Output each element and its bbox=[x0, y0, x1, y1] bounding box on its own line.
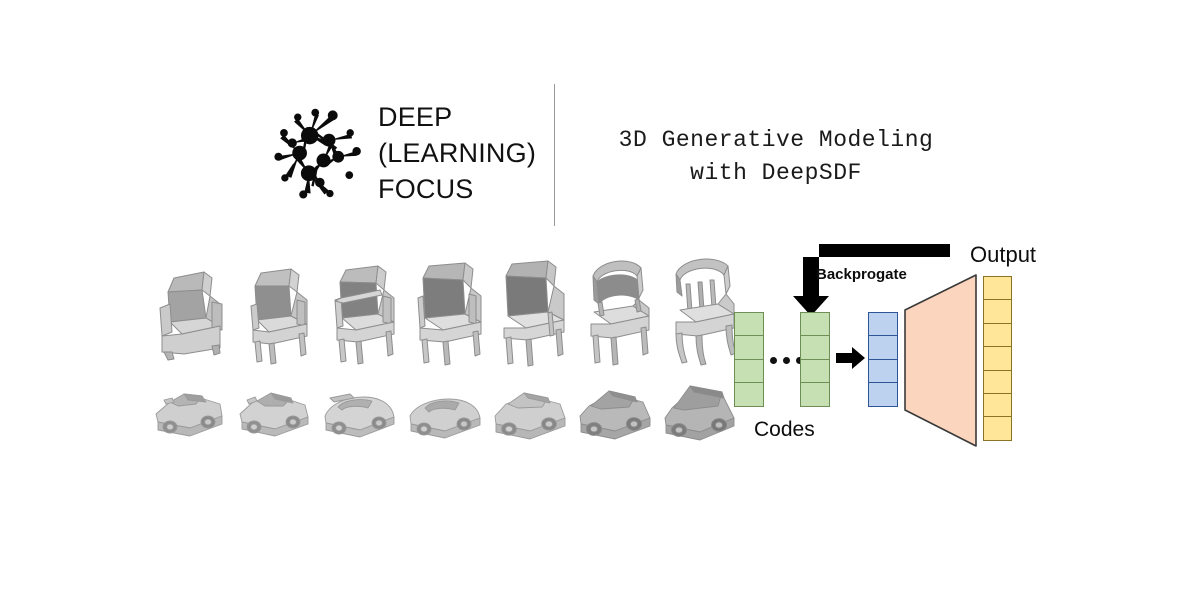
shape-gallery bbox=[150, 250, 737, 450]
decoder-network[interactable] bbox=[904, 274, 980, 453]
output-cell bbox=[983, 393, 1012, 419]
latent-cell bbox=[868, 312, 898, 337]
car-shape-1 bbox=[150, 376, 229, 446]
latent-cell bbox=[868, 335, 898, 361]
brand-line-2: (LEARNING) bbox=[378, 137, 537, 168]
codes-label: Codes bbox=[754, 418, 815, 441]
chair-shape-1 bbox=[150, 256, 232, 368]
car-shape-6 bbox=[575, 376, 654, 446]
chair-shape-5 bbox=[490, 256, 572, 368]
code-cell bbox=[734, 358, 764, 384]
chair-shape-6 bbox=[575, 256, 657, 368]
header: DEEP (LEARNING) FOCUS 3D Generative Mode… bbox=[0, 0, 1200, 240]
neural-network-nodes-icon bbox=[272, 105, 364, 203]
latent-vector[interactable] bbox=[868, 312, 898, 408]
code-cell bbox=[734, 335, 764, 361]
code-cell bbox=[800, 335, 830, 361]
brand-line-3: FOCUS bbox=[378, 173, 474, 204]
code-vector-last[interactable] bbox=[800, 312, 830, 408]
code-cell bbox=[800, 312, 830, 337]
chair-shape-2 bbox=[235, 256, 317, 368]
ellipsis-dot bbox=[796, 357, 803, 364]
car-interpolation-row bbox=[150, 368, 739, 446]
ellipsis-dot bbox=[783, 357, 790, 364]
code-cell bbox=[734, 312, 764, 337]
latent-cell bbox=[868, 382, 898, 408]
output-cell bbox=[983, 322, 1012, 348]
page-title-line-2: with DeepSDF bbox=[690, 159, 862, 186]
car-shape-5 bbox=[490, 376, 569, 446]
page-title-line-1: 3D Generative Modeling bbox=[618, 127, 934, 153]
code-vector-first[interactable] bbox=[734, 312, 764, 408]
chair-shape-4 bbox=[405, 256, 487, 368]
ellipsis-dot bbox=[770, 357, 777, 364]
car-shape-3 bbox=[320, 376, 399, 446]
chair-interpolation-row bbox=[150, 250, 742, 368]
car-shape-7 bbox=[660, 376, 739, 446]
output-label: Output bbox=[970, 242, 1037, 267]
backprop-arrow bbox=[778, 240, 958, 325]
header-divider bbox=[554, 84, 555, 226]
deepsdf-architecture-diagram: Backprogate Codes bbox=[720, 236, 1050, 466]
chair-shape-7 bbox=[660, 256, 742, 368]
code-cell bbox=[800, 358, 830, 384]
car-shape-2 bbox=[235, 376, 314, 446]
brand-wordmark: DEEP (LEARNING) FOCUS bbox=[378, 100, 536, 208]
backprop-label: Backprogate bbox=[816, 266, 907, 283]
ellipsis-dots bbox=[770, 357, 803, 364]
output-vector[interactable] bbox=[983, 276, 1012, 442]
code-cell bbox=[734, 382, 764, 408]
output-cell bbox=[983, 416, 1012, 442]
latent-cell bbox=[868, 358, 898, 384]
page-title: 3D Generative Modeling with DeepSDF bbox=[566, 124, 986, 189]
code-cell bbox=[800, 382, 830, 408]
chair-shape-3 bbox=[320, 256, 402, 368]
car-shape-4 bbox=[405, 376, 484, 446]
brand-lockup: DEEP (LEARNING) FOCUS bbox=[272, 100, 536, 208]
output-cell bbox=[983, 299, 1012, 325]
output-cell bbox=[983, 346, 1012, 372]
output-cell bbox=[983, 369, 1012, 395]
forward-arrow bbox=[836, 346, 866, 375]
brand-line-1: DEEP bbox=[378, 102, 453, 132]
output-cell bbox=[983, 276, 1012, 301]
